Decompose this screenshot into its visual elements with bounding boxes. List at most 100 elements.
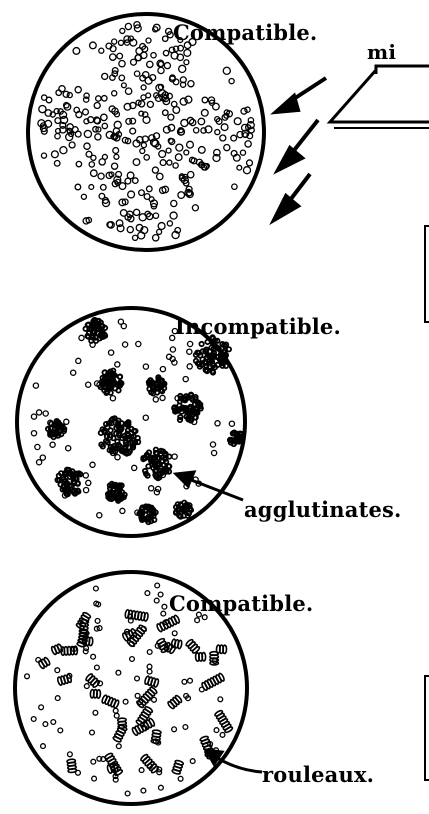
red-cell xyxy=(71,370,76,375)
red-cell xyxy=(141,788,146,793)
red-cell xyxy=(184,150,189,155)
red-cell xyxy=(66,446,71,451)
red-cell xyxy=(237,165,242,170)
red-cell xyxy=(37,410,42,415)
red-cell xyxy=(92,776,97,781)
red-cell xyxy=(95,619,100,624)
red-cell xyxy=(51,151,58,158)
red-cell xyxy=(76,161,81,166)
arrow-icon xyxy=(274,174,310,220)
red-cell xyxy=(102,73,108,79)
red-cell xyxy=(83,649,88,654)
red-cell xyxy=(90,730,95,735)
red-cell xyxy=(37,460,42,465)
red-cell xyxy=(178,776,183,781)
red-cell xyxy=(123,699,128,704)
red-cell xyxy=(194,128,199,133)
red-cell xyxy=(100,184,106,190)
red-cell xyxy=(240,150,245,155)
red-cell xyxy=(81,194,86,199)
red-cell xyxy=(147,101,153,107)
red-cell xyxy=(175,154,182,161)
red-cell xyxy=(141,143,146,148)
red-cell xyxy=(55,134,60,139)
red-cell xyxy=(153,397,158,402)
red-cell xyxy=(114,121,121,128)
red-cell xyxy=(39,106,46,113)
red-cell xyxy=(163,110,168,115)
red-cell xyxy=(198,147,205,154)
red-cell xyxy=(153,213,158,218)
red-cell xyxy=(99,193,105,199)
red-cell xyxy=(60,147,67,154)
red-cell xyxy=(25,674,30,679)
red-cell xyxy=(76,358,81,363)
red-cell xyxy=(135,693,140,698)
red-cell xyxy=(172,631,177,636)
red-cell xyxy=(162,604,167,609)
label-rouleaux: rouleaux. xyxy=(262,762,374,787)
red-cell xyxy=(133,159,140,166)
red-cell xyxy=(118,40,123,45)
red-cell xyxy=(90,462,95,467)
red-cell xyxy=(184,49,191,56)
red-cell xyxy=(68,752,73,757)
red-cell xyxy=(134,71,139,76)
red-cell xyxy=(193,415,197,419)
red-cell xyxy=(157,173,163,179)
red-cell xyxy=(145,591,150,596)
rouleaux-stack-cell xyxy=(113,700,120,709)
red-cell xyxy=(183,725,188,730)
red-cell xyxy=(154,490,159,495)
rouleaux-stack-cell xyxy=(131,727,138,736)
red-cell xyxy=(152,167,158,173)
red-cell xyxy=(234,118,241,125)
red-cell xyxy=(157,229,162,234)
rouleaux-stack-cell xyxy=(172,769,181,775)
red-cell xyxy=(172,454,177,459)
red-cell xyxy=(110,396,115,401)
red-cell xyxy=(55,668,60,673)
red-cell xyxy=(201,109,208,116)
red-cell xyxy=(139,768,144,773)
red-cell xyxy=(210,442,215,447)
red-cell xyxy=(108,391,112,395)
red-cell xyxy=(139,190,145,196)
red-cell xyxy=(173,107,180,114)
red-cell xyxy=(133,235,138,240)
rouleaux-stack-cell xyxy=(169,645,176,654)
red-cell xyxy=(58,728,63,733)
red-cell xyxy=(133,209,139,215)
red-cell xyxy=(214,728,219,733)
rouleaux-stack-cell xyxy=(89,637,93,646)
rouleaux-stack-cell xyxy=(144,612,149,621)
red-cell xyxy=(119,75,125,81)
red-cell xyxy=(115,455,120,460)
red-cell xyxy=(41,153,46,158)
red-cell xyxy=(169,139,175,145)
dispersed-cells-group xyxy=(38,22,254,241)
red-cell xyxy=(188,341,193,346)
red-cell xyxy=(133,178,139,184)
red-cell xyxy=(40,455,45,460)
red-cell xyxy=(161,611,166,616)
red-cell xyxy=(158,592,163,597)
panel-edge xyxy=(425,226,429,322)
red-cell xyxy=(139,101,145,107)
red-cell xyxy=(189,393,193,397)
red-cell xyxy=(39,705,44,710)
red-cell xyxy=(205,340,209,344)
red-cell xyxy=(42,95,47,100)
red-cell xyxy=(57,474,61,478)
label-mi-fragment: mi xyxy=(367,40,396,64)
red-cell xyxy=(59,86,65,92)
red-cell xyxy=(223,67,230,74)
red-cell xyxy=(109,350,114,355)
red-cell xyxy=(167,160,172,165)
red-cell xyxy=(115,362,120,367)
red-cell xyxy=(128,191,135,198)
red-cell xyxy=(247,160,253,166)
red-cell xyxy=(95,665,100,670)
red-cell xyxy=(69,142,75,148)
red-cell xyxy=(149,486,154,491)
